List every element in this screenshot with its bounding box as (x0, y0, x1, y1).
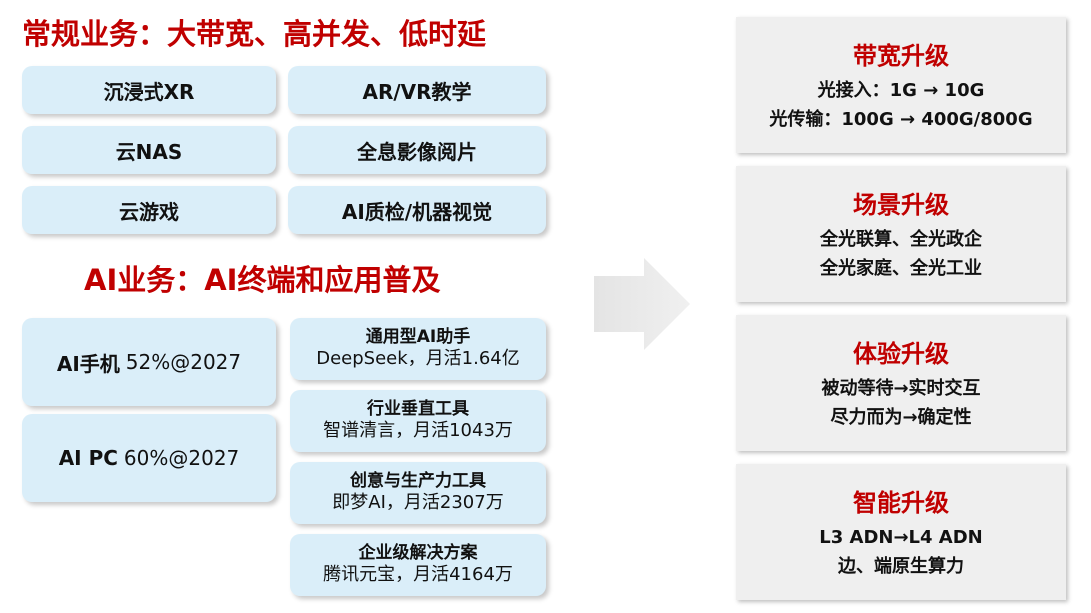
ai-device-card: AI手机 52%@2027 (22, 318, 276, 406)
upgrade-panel-scenario: 场景升级 全光联算、全光政企 全光家庭、全光工业 (736, 166, 1066, 302)
upgrade-line: 边、端原生算力 (838, 555, 964, 577)
upgrade-line: 全光家庭、全光工业 (820, 257, 982, 279)
upgrade-panel-bandwidth: 带宽升级 光接入：1G → 10G 光传输：100G → 400G/800G (736, 17, 1066, 153)
upgrade-line: 尽力而为→确定性 (830, 406, 972, 428)
ai-device-stat: 52%@2027 (125, 350, 242, 374)
ai-app-card: 企业级解决方案 腾讯元宝，月活4164万 (290, 534, 546, 596)
ai-app-detail: 智谱清言，月活1043万 (323, 420, 513, 442)
upgrade-line: 光接入：1G → 10G (817, 79, 985, 101)
ai-device-stat: 60%@2027 (123, 446, 240, 470)
ai-app-detail: 腾讯元宝，月活4164万 (323, 564, 513, 586)
ai-app-card: 行业垂直工具 智谱清言，月活1043万 (290, 390, 546, 452)
ai-app-title: 企业级解决方案 (358, 543, 478, 564)
ai-app-detail: DeepSeek，月活1.64亿 (316, 348, 520, 370)
regular-item: AI质检/机器视觉 (288, 186, 546, 234)
regular-item: 全息影像阅片 (288, 126, 546, 174)
ai-device-name: AI手机 (56, 351, 120, 376)
upgrade-line: 被动等待→实时交互 (821, 377, 981, 399)
ai-device-card: AI PC 60%@2027 (22, 414, 276, 502)
regular-item: AR/VR教学 (288, 66, 546, 114)
upgrade-title: 带宽升级 (853, 41, 949, 70)
upgrade-panel-experience: 体验升级 被动等待→实时交互 尽力而为→确定性 (736, 315, 1066, 451)
upgrade-panel-intelligence: 智能升级 L3 ADN→L4 ADN 边、端原生算力 (736, 464, 1066, 600)
upgrade-line: L3 ADN→L4 ADN (819, 526, 983, 548)
upgrade-title: 智能升级 (853, 488, 949, 517)
ai-app-detail: 即梦AI，月活2307万 (332, 492, 504, 514)
regular-item: 云NAS (22, 126, 276, 174)
ai-app-title: 行业垂直工具 (367, 399, 469, 420)
ai-app-card: 创意与生产力工具 即梦AI，月活2307万 (290, 462, 546, 524)
ai-app-title: 创意与生产力工具 (350, 471, 486, 492)
upgrade-line: 全光联算、全光政企 (820, 228, 982, 250)
ai-device-name: AI PC (58, 446, 118, 470)
regular-item: 云游戏 (22, 186, 276, 234)
ai-app-card: 通用型AI助手 DeepSeek，月活1.64亿 (290, 318, 546, 380)
regular-item: 沉浸式XR (22, 66, 276, 114)
ai-business-heading: AI业务：AI终端和应用普及 (84, 263, 441, 297)
right-arrow-icon (594, 258, 690, 350)
regular-business-heading: 常规业务：大带宽、高并发、低时延 (22, 17, 487, 51)
ai-app-title: 通用型AI助手 (365, 327, 471, 348)
upgrade-line: 光传输：100G → 400G/800G (769, 108, 1033, 130)
upgrade-title: 场景升级 (853, 190, 949, 219)
upgrade-title: 体验升级 (853, 339, 949, 368)
